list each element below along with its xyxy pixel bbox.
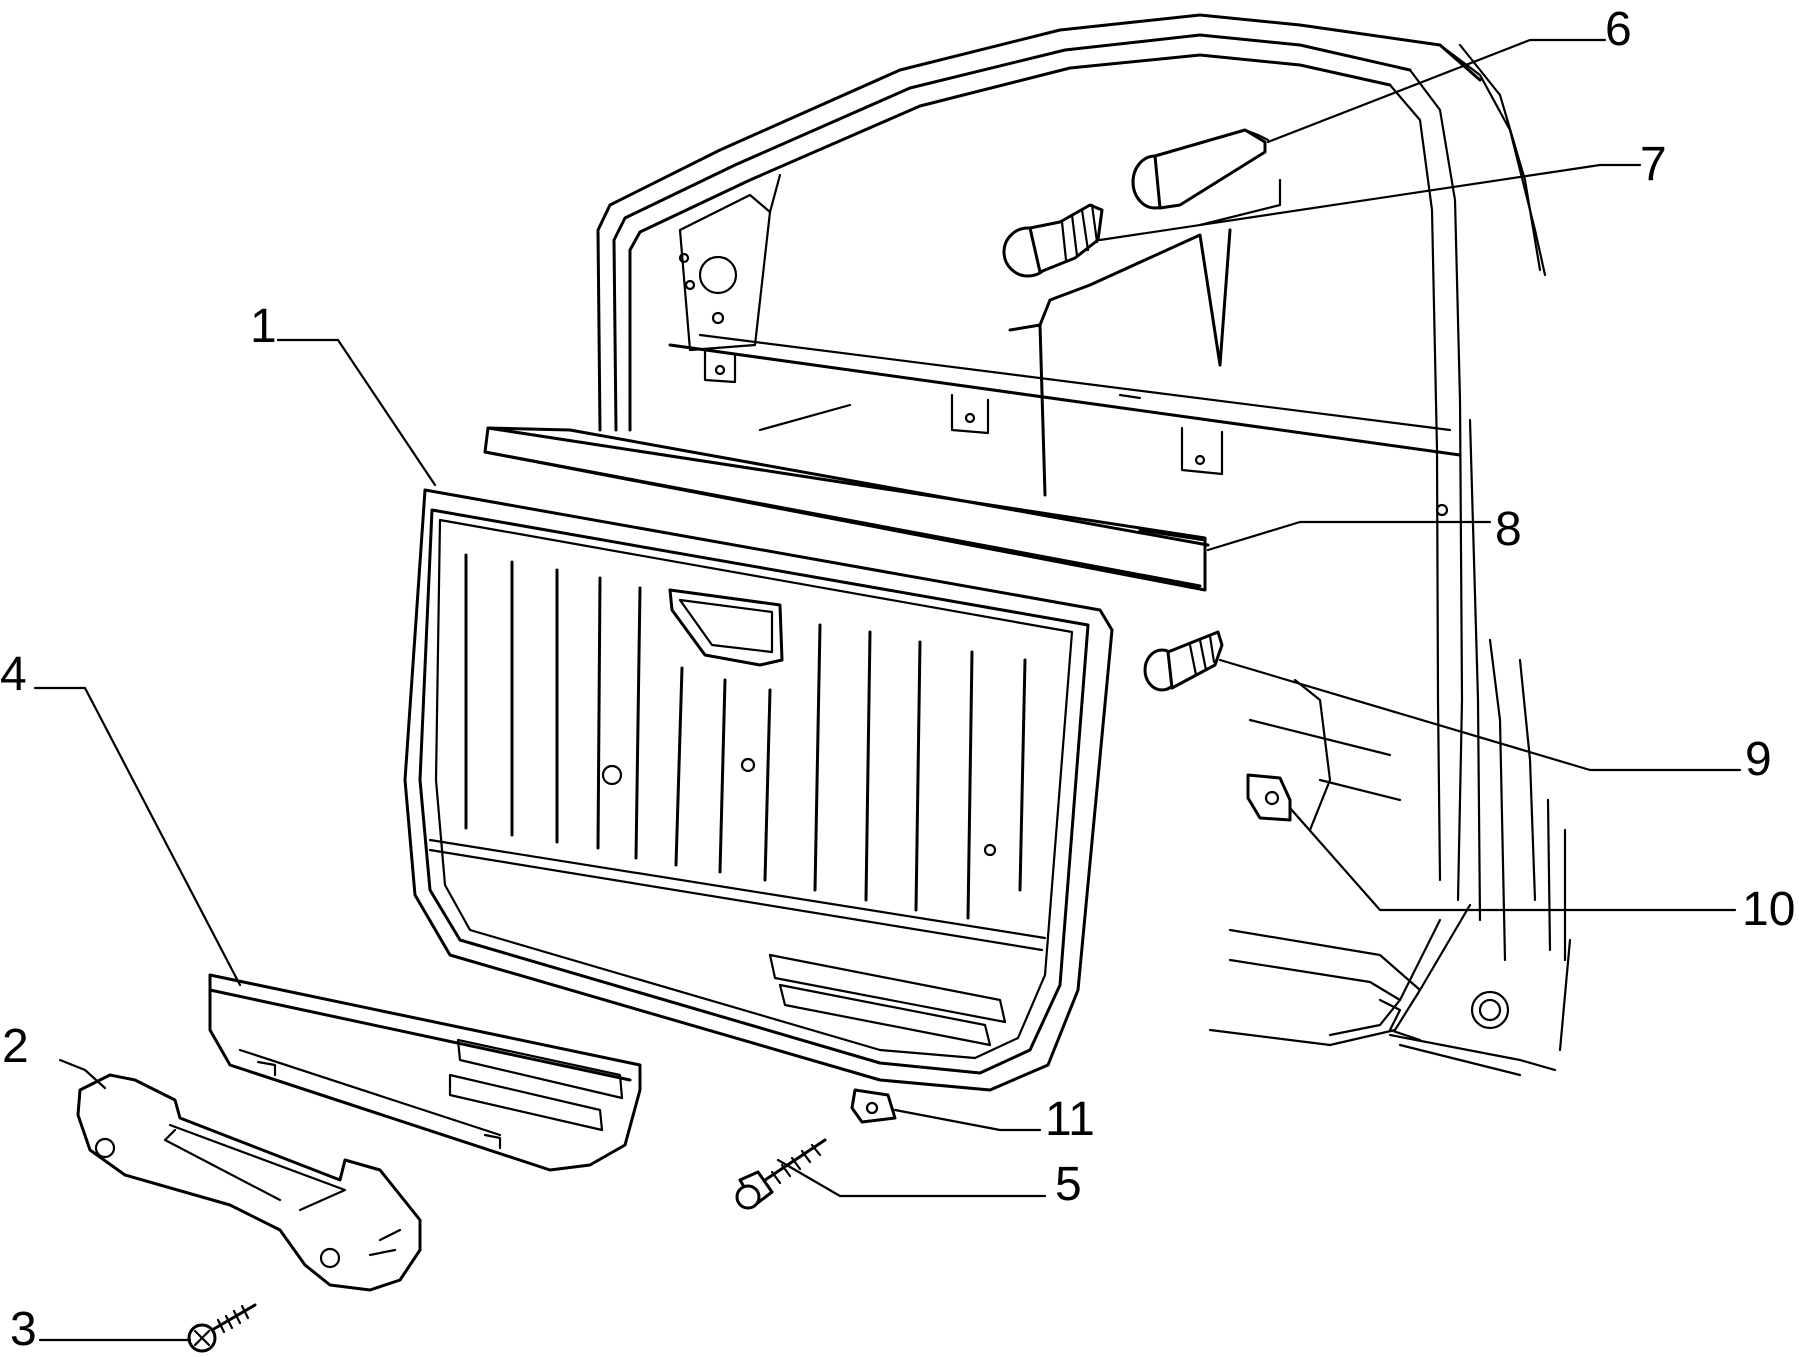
leader-lines — [33, 38, 1742, 1342]
callout-5: 5 — [1055, 1158, 1082, 1211]
part-6-plug — [1131, 128, 1270, 210]
callout-9: 9 — [1745, 733, 1772, 786]
callout-3: 3 — [10, 1303, 37, 1356]
callout-2: 2 — [2, 1020, 29, 1073]
callout-6: 6 — [1605, 3, 1632, 56]
callout-10: 10 — [1742, 883, 1795, 936]
callout-labels: 1 2 3 4 5 6 7 8 9 10 11 — [0, 3, 1795, 1356]
callout-1: 1 — [250, 300, 277, 353]
part-1-door-trim-panel — [403, 488, 1114, 1092]
part-7-spring-clip — [1002, 203, 1104, 278]
part-4-lower-bar — [208, 973, 642, 1172]
callout-4: 4 — [0, 648, 27, 701]
part-9-push-clip — [1143, 630, 1224, 692]
part-11-clip-nut — [850, 1088, 897, 1124]
part-3-screw — [187, 1303, 257, 1353]
part-10-clip-nut — [1246, 773, 1292, 822]
callout-7: 7 — [1640, 138, 1667, 191]
door-frame — [596, 13, 1572, 1077]
part-5-screw — [735, 1138, 827, 1210]
part-2-pull-handle — [76, 1073, 422, 1292]
callout-11: 11 — [1045, 1093, 1095, 1146]
callout-8: 8 — [1495, 503, 1522, 556]
part-8-belt-strip — [483, 426, 1210, 592]
